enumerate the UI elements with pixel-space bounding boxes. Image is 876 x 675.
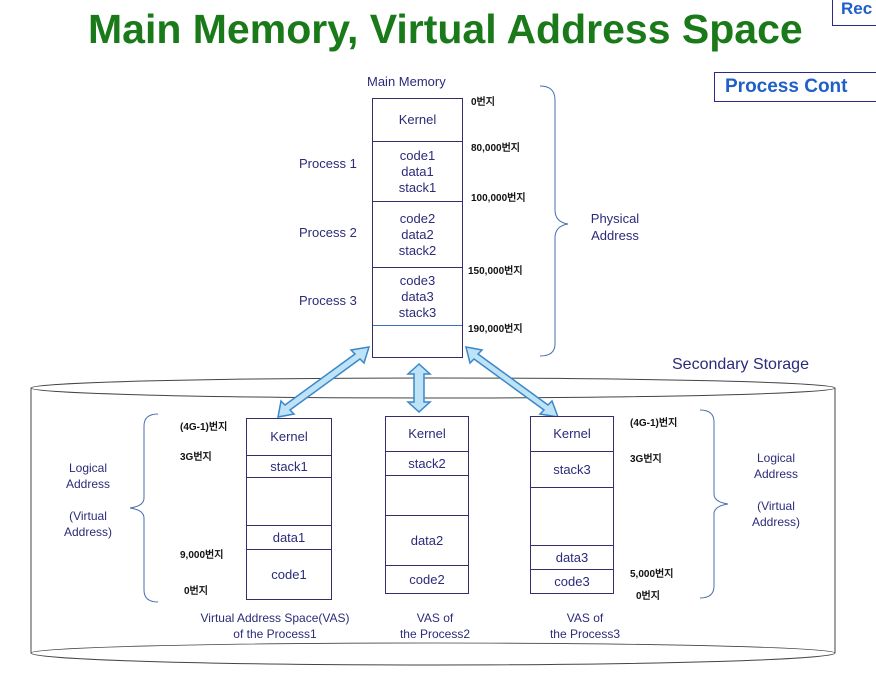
vas1-code: code1 [247,549,331,599]
vas2-caption: VAS of the Process2 [380,610,490,642]
vas3-caption-line2: the Process3 [549,627,621,641]
mm-data3: data3 [401,288,434,304]
vas1-stack: stack1 [247,455,331,477]
mm-process1-segment: code1 data1 stack1 [373,141,462,201]
logical-address-brace-left [129,413,159,603]
mm-stack3: stack3 [398,304,437,320]
arrow-mm-to-vas1 [277,346,371,418]
logical-left-line2: Address [65,477,111,491]
left-addr-0: 0번지 [184,586,208,597]
right-addr-5000: 5,000번지 [630,569,674,580]
mm-stack2: stack2 [398,242,437,258]
right-addr-4g: (4G-1)번지 [630,418,678,429]
mm-code2: code2 [399,210,436,226]
vas1-stack-label: stack1 [270,458,308,474]
vas-process1-box: Kernel stack1 data1 code1 [246,418,332,600]
vas3-kernel: Kernel [531,417,613,451]
left-addr-9000: 9,000번지 [180,550,224,561]
mm-process2-segment: code2 data2 stack2 [373,201,462,267]
vas2-kernel: Kernel [386,417,468,451]
phys-addr-0: 0번지 [471,97,495,108]
mm-kernel-label: Kernel [398,112,437,127]
vas2-code-label: code2 [409,571,445,587]
vas3-data: data3 [531,545,613,569]
vas1-code-label: code1 [271,566,307,582]
right-addr-0: 0번지 [636,591,660,602]
logical-right-line4: Address) [751,515,801,529]
process-3-label: Process 3 [299,293,357,308]
mm-data2: data2 [401,226,434,242]
arrow-mm-to-vas2 [406,362,432,414]
physical-word: Physical [590,211,640,226]
logical-left-line1: Logical [68,461,108,475]
vas2-stack-label: stack2 [408,455,446,471]
mm-stack1: stack1 [398,179,437,195]
logical-address-label-right: Logical Address (Virtual Address) [738,450,814,530]
vas2-caption-line2: the Process2 [399,627,471,641]
vas1-caption-line2: of the Process1 [233,627,317,641]
secondary-storage-label: Secondary Storage [672,356,809,373]
vas3-data-label: data3 [555,549,589,565]
vas1-caption: Virtual Address Space(VAS) of the Proces… [180,610,370,642]
physical-address-label: Physical Address [580,210,650,244]
left-addr-3g: 3G번지 [180,452,212,463]
vas3-caption: VAS of the Process3 [530,610,640,642]
vas3-stack-label: stack3 [553,461,591,477]
vas3-code: code3 [531,569,613,593]
logical-right-line2: Address [753,467,799,481]
process-control-tag: Process Cont [714,72,876,102]
vas2-data: data2 [386,515,468,565]
logical-left-line3: (Virtual [69,509,107,523]
phys-addr-100000: 100,000번지 [471,193,526,204]
logical-right-line1: Logical [756,451,796,465]
vas2-code: code2 [386,565,468,593]
main-memory-label: Main Memory [367,74,446,89]
vas1-caption-line1: Virtual Address Space(VAS) [200,611,350,625]
vas3-kernel-label: Kernel [553,426,591,441]
vas2-data-label: data2 [410,532,444,548]
vas2-free [386,475,468,515]
vas-process2-box: Kernel stack2 data2 code2 [385,416,469,594]
physical-address-brace [539,85,569,357]
vas3-stack: stack3 [531,451,613,487]
mm-process3-segment: code3 data3 stack3 [373,267,462,325]
address-word: Address [591,228,639,243]
phys-addr-80000: 80,000번지 [471,143,520,154]
vas2-kernel-label: Kernel [408,426,446,441]
mm-kernel-segment: Kernel [373,99,462,141]
vas1-free [247,477,331,525]
slide-tag-top-right: Rec [832,0,876,26]
logical-address-brace-right [699,409,729,599]
vas2-stack: stack2 [386,451,468,475]
mm-data1: data1 [401,163,434,179]
secondary-storage-cylinder [30,377,836,666]
vas1-kernel-label: Kernel [270,429,308,444]
vas1-kernel: Kernel [247,419,331,455]
logical-left-line4: Address) [63,525,113,539]
right-addr-3g: 3G번지 [630,454,662,465]
vas3-free [531,487,613,545]
left-addr-4g: (4G-1)번지 [180,422,228,433]
mm-code3: code3 [399,272,436,288]
phys-addr-150000: 150,000번지 [468,266,523,277]
logical-right-line3: (Virtual [757,499,795,513]
vas1-data-label: data1 [272,529,306,545]
phys-addr-190000: 190,000번지 [468,324,523,335]
vas3-code-label: code3 [554,573,590,589]
vas1-data: data1 [247,525,331,549]
mm-code1: code1 [399,147,436,163]
vas-process3-box: Kernel stack3 data3 code3 [530,416,614,594]
logical-address-label-left: Logical Address (Virtual Address) [50,460,126,540]
process-1-label: Process 1 [299,156,357,171]
page-title: Main Memory, Virtual Address Space [88,6,803,52]
vas3-caption-line1: VAS of [566,611,604,625]
main-memory-box: Kernel code1 data1 stack1 code2 data2 st… [372,98,463,358]
vas2-caption-line1: VAS of [416,611,454,625]
mm-free-segment [373,325,462,357]
process-2-label: Process 2 [299,225,357,240]
